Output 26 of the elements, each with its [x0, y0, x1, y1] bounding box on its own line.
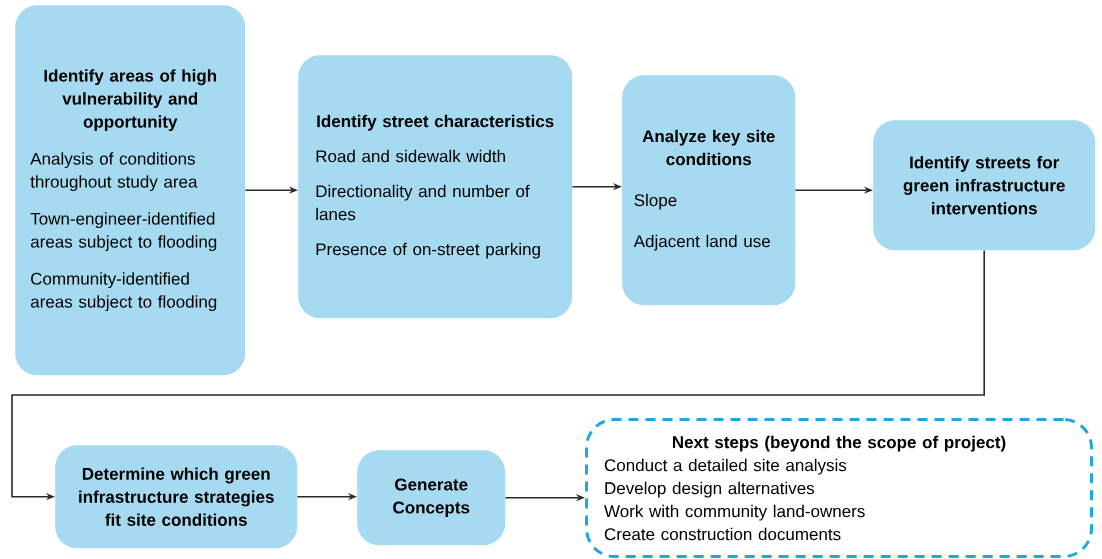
list-item: Directionality and number of lanes — [316, 184, 530, 221]
list-item: Presence of on-street parking — [316, 242, 540, 259]
list-item: Road and sidewalk width — [316, 149, 505, 163]
process-box — [298, 55, 573, 319]
list-item: Analysis of conditions throughout study area — [30, 152, 198, 192]
list-item: Adjacent land use — [633, 234, 770, 251]
list-item: Conduct a detailed site analysis — [604, 458, 847, 475]
list-item: Develop design alternatives — [605, 481, 815, 498]
box-heading: Generate Concepts — [393, 478, 470, 517]
list-item: Community-identified areas subject to flooding — [30, 272, 217, 312]
process-box — [357, 450, 506, 546]
box-heading: Determine which green infrastructure strategies fit site conditions — [79, 467, 274, 526]
box-heading: Identify areas of high vulnerability and opportunity — [44, 69, 217, 132]
list-item: Work with community land-owners — [604, 504, 865, 521]
process-box — [873, 120, 1096, 251]
list-item: Town-engineer-identified areas subject to flooding — [30, 212, 217, 252]
list-item: Slope — [634, 193, 677, 210]
dashed-box — [585, 418, 1093, 558]
box-heading: Analyze key site conditions — [642, 129, 775, 166]
process-box — [55, 445, 298, 549]
box-heading: Identify streets for green infrastructure interventions — [903, 155, 1065, 215]
process-box — [622, 75, 796, 306]
box-heading: Identify street characteristics — [317, 114, 554, 131]
list-item: Create construction documents — [604, 527, 841, 541]
box-heading: Next steps (beyond the scope of project) — [672, 435, 1006, 452]
process-box — [15, 5, 246, 376]
